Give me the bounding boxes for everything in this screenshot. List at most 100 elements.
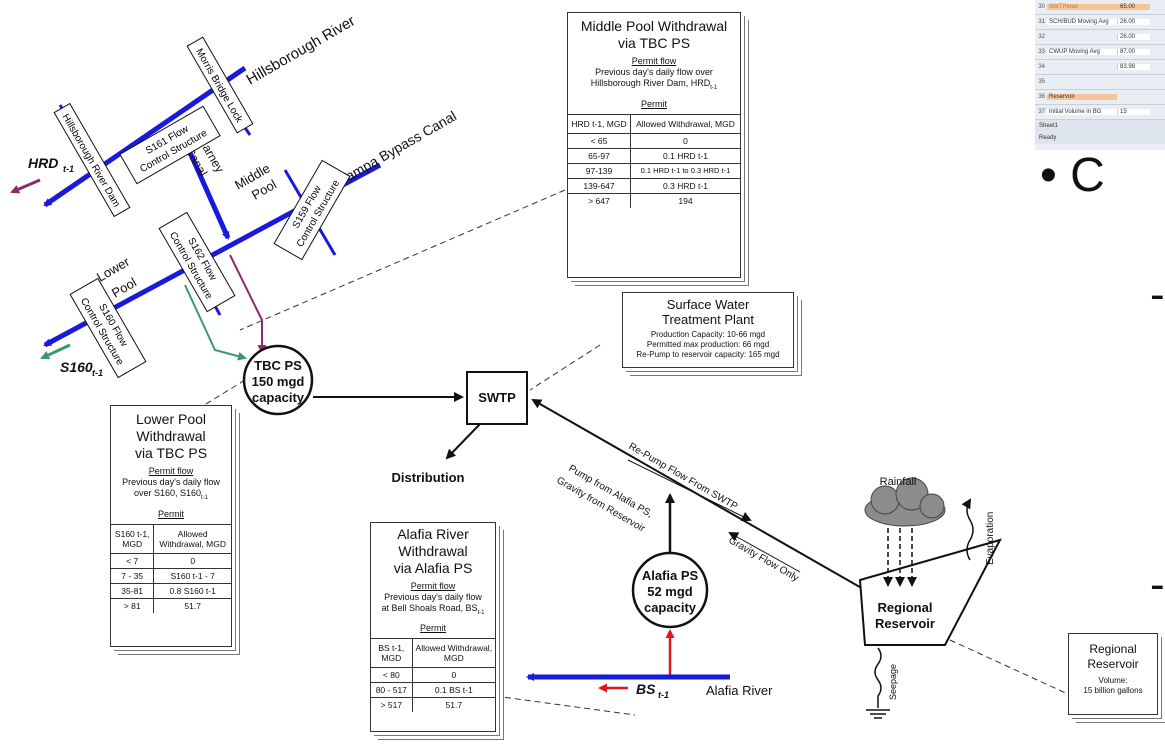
box-title-2: Withdrawal	[398, 543, 468, 559]
svg-text:capacity: capacity	[252, 390, 305, 405]
permit-label: Permit	[640, 98, 667, 109]
bs-label: BS t-1	[636, 681, 669, 700]
box-title: Alafia River	[397, 526, 469, 542]
ground-icon	[866, 709, 890, 719]
middle-pool-withdrawal-path	[229, 254, 267, 354]
lower-pool-withdrawal-path	[184, 284, 247, 361]
seepage-label: Seepage	[888, 664, 898, 700]
box-title-2: Reservoir	[1087, 657, 1139, 671]
slide-bullet: • C	[1040, 149, 1105, 202]
reservoir-details: Volume:15 billion gallons	[1083, 676, 1143, 695]
hillsborough-river-dam-tag: Hillsborough River Dam	[53, 102, 131, 218]
evaporation-arrow	[961, 498, 974, 561]
svg-text:52 mgd: 52 mgd	[647, 584, 693, 599]
svg-text:Regional: Regional	[878, 600, 933, 615]
s160-label: S160 t-1	[60, 359, 103, 378]
hillsborough-river-line	[43, 65, 247, 208]
evaporation-label: Evaporation	[985, 512, 996, 565]
s159-tag: S159 Flow Control Structure	[273, 159, 351, 261]
svg-text:S160: S160	[60, 359, 93, 375]
s161-tag: S161 Flow Control Structure	[119, 105, 221, 185]
alafia-river-label: Alafia River	[706, 683, 773, 698]
svg-text:Alafia PS: Alafia PS	[642, 568, 699, 583]
table-header: HRD t-1, MGD	[568, 113, 631, 134]
s160-arrow	[40, 343, 71, 360]
box-title: Regional	[1089, 642, 1137, 656]
svg-text:capacity: capacity	[644, 600, 697, 615]
regional-reservoir-node	[858, 538, 1002, 646]
regional-reservoir-label: Regional Reservoir	[875, 600, 935, 631]
rainfall-label: Rainfall	[880, 476, 917, 488]
hrd-arrow	[10, 178, 41, 194]
permit-flow-label: Permit flow	[631, 56, 677, 66]
excel-sheet-tab[interactable]: Sheet1	[1035, 120, 1165, 132]
alafia-ps-label: Alafia PS 52 mgd capacity	[642, 568, 699, 615]
box-title-3: via TBC PS	[134, 445, 208, 461]
rain-arrows	[883, 528, 917, 587]
box-title-3: via Alafia PS	[393, 560, 473, 576]
table-header: BS t-1, MGD	[371, 637, 413, 668]
slide-dash-2: -	[1150, 560, 1165, 609]
gravity-flow-label: Gravity Flow Only	[727, 535, 801, 584]
excel-status-bar: Ready	[1035, 132, 1165, 144]
box-title: Lower Pool	[135, 411, 207, 427]
svg-text:t-1: t-1	[658, 690, 669, 700]
svg-text:Reservoir: Reservoir	[875, 616, 935, 631]
svg-text:150 mgd: 150 mgd	[252, 374, 305, 389]
box-title: Surface Water	[666, 297, 750, 312]
permit-flow-label: Permit flow	[410, 581, 456, 591]
repump-arrow	[627, 459, 752, 521]
box-title-2: via TBC PS	[617, 35, 691, 51]
rainfall-cloud-icon	[864, 477, 946, 527]
gravity-arrow	[728, 532, 801, 573]
table-header: Allowed Withdrawal, MGD	[629, 113, 740, 134]
permit-flow-label: Permit flow	[148, 466, 194, 476]
repump-label: Re-Pump Flow From SWTP	[627, 441, 740, 513]
tbc-ps-node	[242, 344, 314, 416]
svg-text:HRD: HRD	[28, 155, 58, 171]
permit-label: Permit	[419, 622, 446, 633]
svg-text:TBC PS: TBC PS	[254, 358, 302, 373]
seepage-line	[874, 647, 882, 708]
svg-text:t-1: t-1	[92, 368, 103, 378]
tampa-bypass-canal-label: Tampa Bypass Canal	[337, 108, 460, 188]
box-title: Middle Pool Withdrawal	[580, 18, 728, 34]
box-title-2: Withdrawal	[136, 428, 206, 444]
box-title-2: Treatment Plant	[661, 312, 754, 327]
excel-row: 35	[1035, 75, 1165, 90]
tbc-ps-label: TBC PS 150 mgd capacity	[252, 358, 305, 405]
swtp-node	[466, 371, 528, 425]
slide-dash-1: -	[1150, 270, 1165, 319]
svg-text:t-1: t-1	[63, 164, 74, 174]
table-header: Allowed Withdrawal, MGD	[411, 637, 495, 668]
swtp-label: SWTP	[478, 390, 516, 405]
hillsborough-river-label: Hillsborough River	[244, 12, 359, 88]
distribution-label: Distribution	[392, 470, 465, 485]
